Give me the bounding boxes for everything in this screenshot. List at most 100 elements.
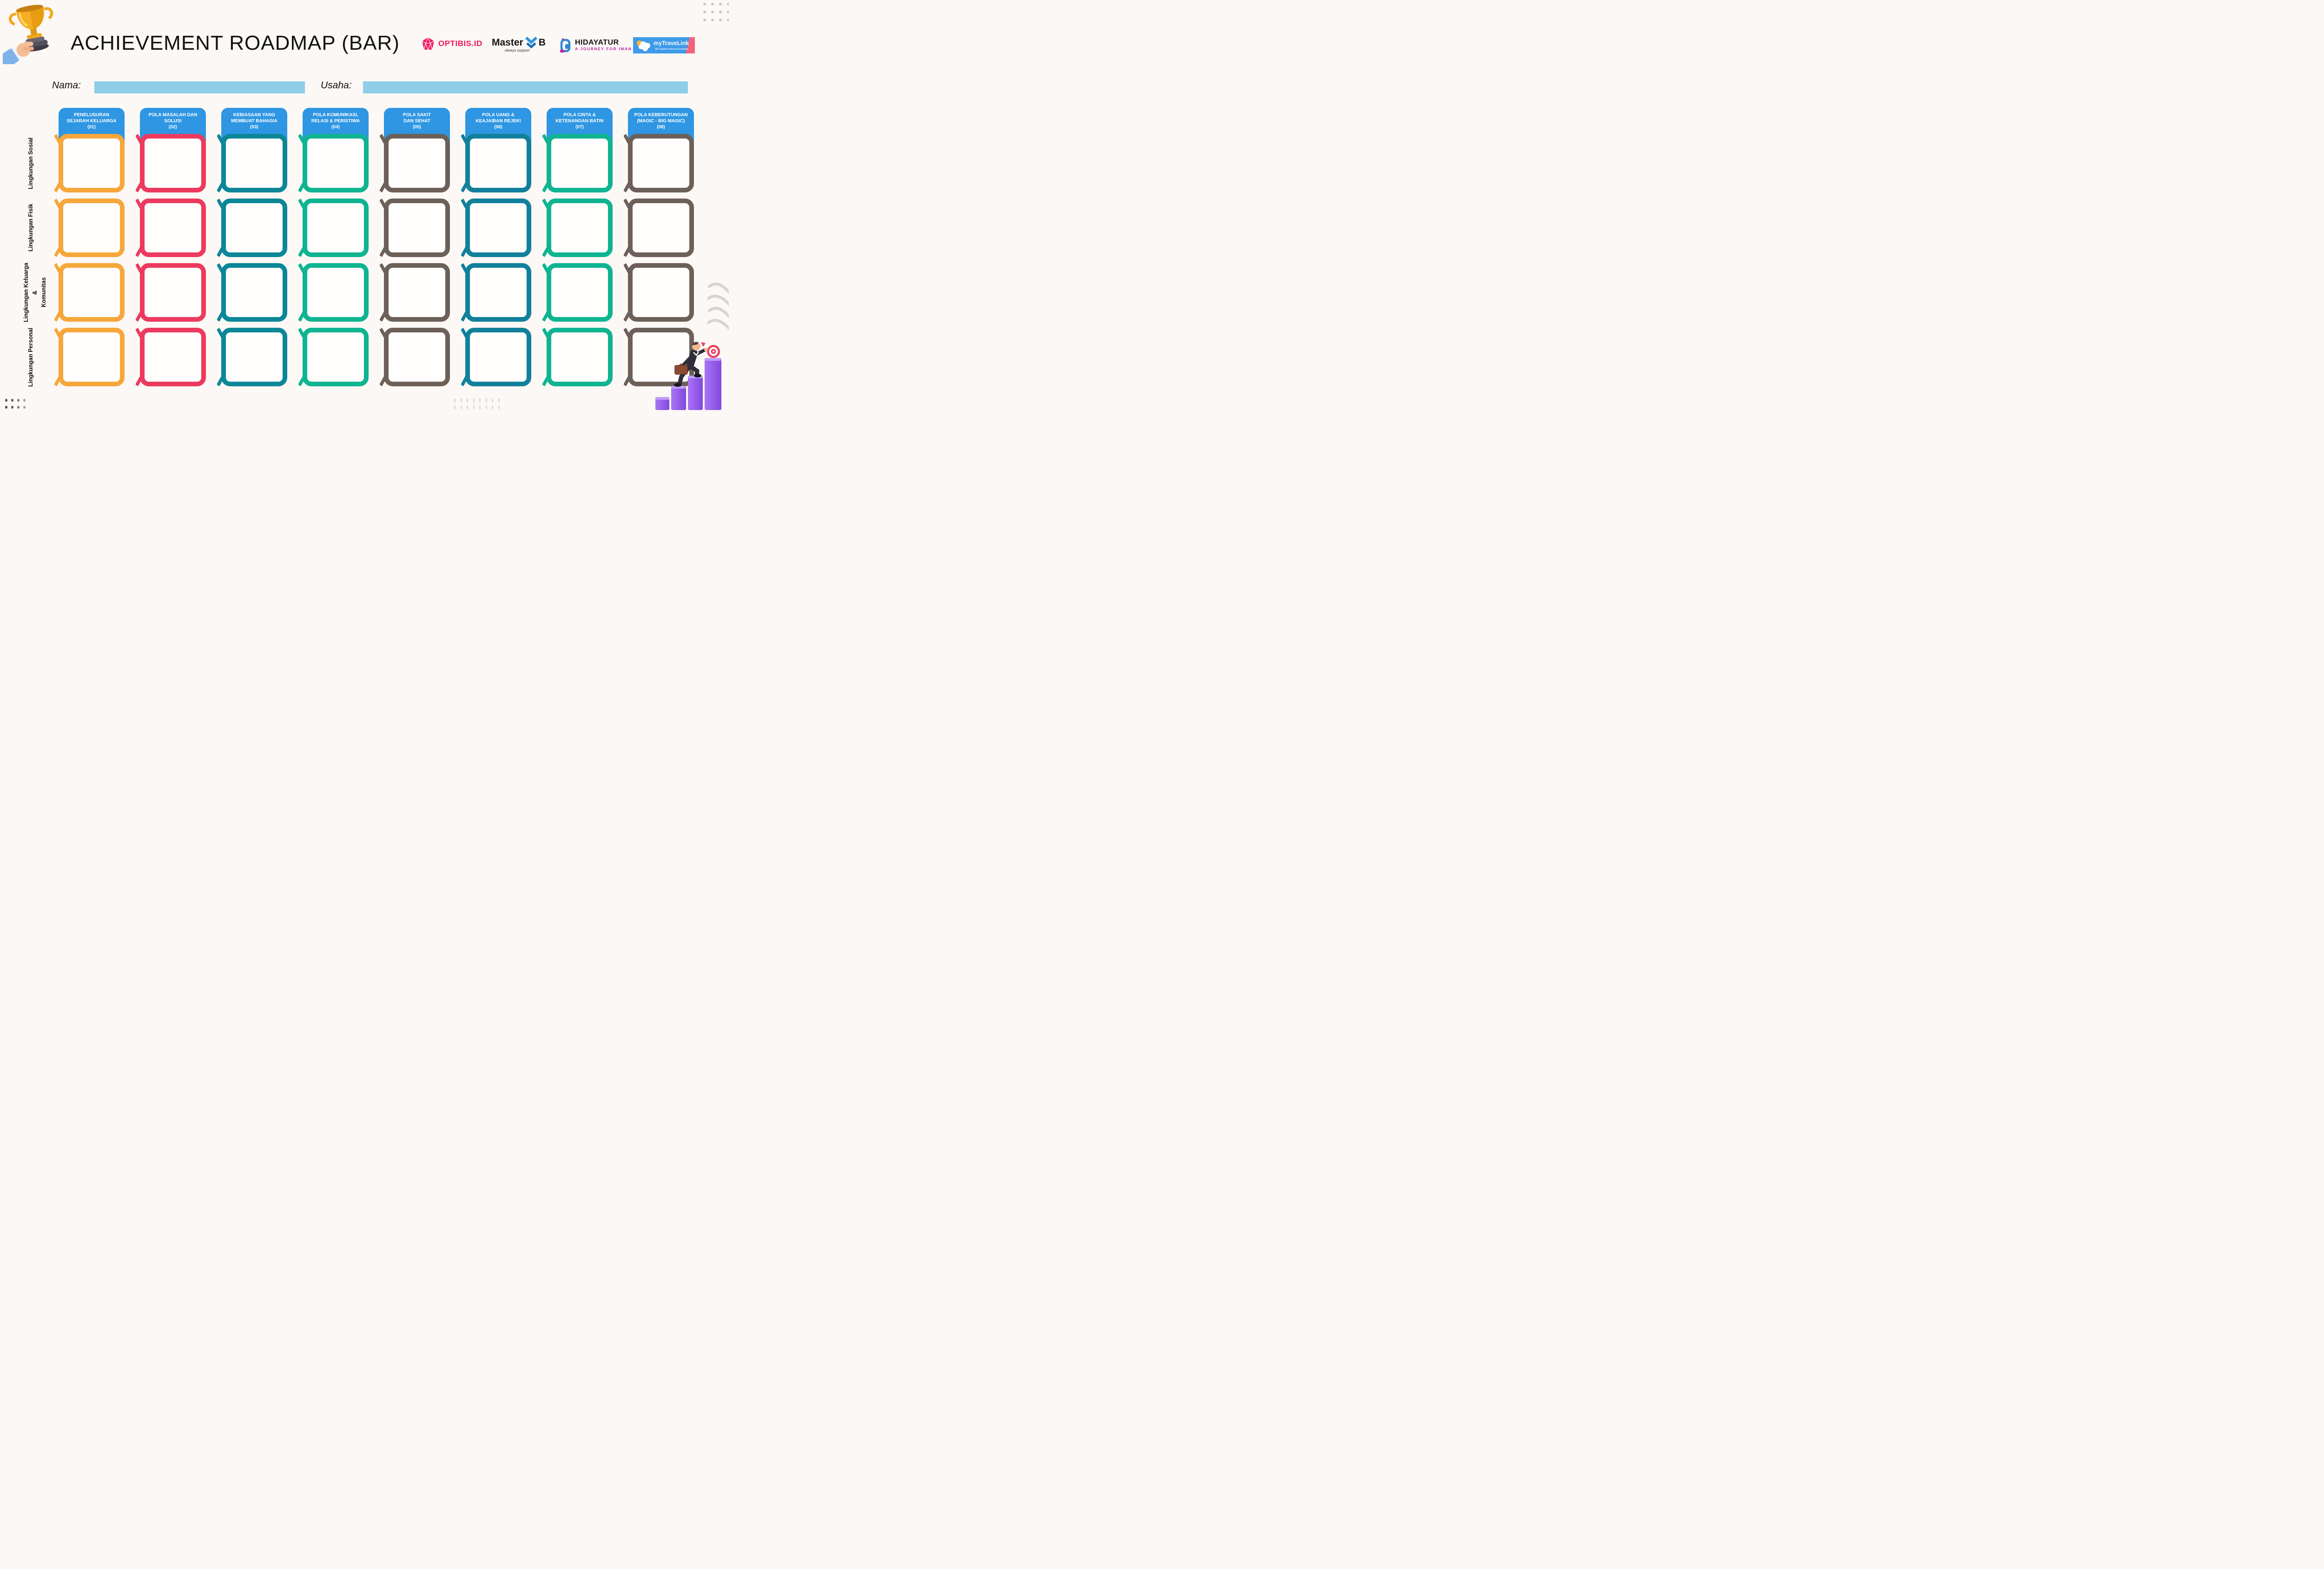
entry-box[interactable] xyxy=(221,328,287,386)
dot xyxy=(485,398,487,402)
entry-box[interactable] xyxy=(547,328,613,386)
cell-r2-c3[interactable] xyxy=(217,199,288,257)
cell-r4-c1[interactable] xyxy=(54,328,125,386)
cell-r1-c3[interactable] xyxy=(217,134,288,192)
dot xyxy=(711,3,714,6)
purple-bars xyxy=(655,358,721,410)
cell-r2-c4[interactable] xyxy=(298,199,369,257)
cell-r1-c1[interactable] xyxy=(54,134,125,192)
cell-r3-c5[interactable] xyxy=(380,263,450,322)
entry-box[interactable] xyxy=(628,199,694,257)
dot xyxy=(727,3,729,6)
cell-r2-c7[interactable] xyxy=(542,199,613,257)
cell-r3-c2[interactable] xyxy=(136,263,206,322)
entry-box[interactable] xyxy=(303,328,369,386)
column-header-line: POLA UANG & xyxy=(482,113,515,118)
entry-box[interactable] xyxy=(465,199,531,257)
entry-box[interactable] xyxy=(384,199,450,257)
hidayatur-wordmark: HIDAYATUR xyxy=(575,39,619,46)
entry-box[interactable] xyxy=(59,263,125,322)
cell-r3-c1[interactable] xyxy=(54,263,125,322)
mytravelink-wordmark: myTraveLink xyxy=(654,40,689,46)
page-title: ACHIEVEMENT ROADMAP (BAR) xyxy=(71,32,400,54)
cell-r2-c8[interactable] xyxy=(624,199,694,257)
entry-box[interactable] xyxy=(465,134,531,192)
entry-box[interactable] xyxy=(465,328,531,386)
entry-box[interactable] xyxy=(59,199,125,257)
cell-r4-c3[interactable] xyxy=(217,328,288,386)
cell-r4-c6[interactable] xyxy=(461,328,532,386)
entry-box[interactable] xyxy=(547,134,613,192)
mytravelink-tagline: -We Organize Almost Everything- xyxy=(654,48,689,51)
cell-r1-c5[interactable] xyxy=(380,134,450,192)
entry-box[interactable] xyxy=(628,263,694,322)
dot xyxy=(11,406,13,409)
cell-r3-c8[interactable] xyxy=(624,263,694,322)
entry-box[interactable] xyxy=(221,199,287,257)
entry-box[interactable] xyxy=(628,134,694,192)
dot xyxy=(454,398,456,402)
entry-box[interactable] xyxy=(384,263,450,322)
gem-icon xyxy=(422,37,435,51)
dots-top-right xyxy=(703,3,729,26)
column-header-line: (07) xyxy=(575,125,584,130)
dot xyxy=(703,11,706,13)
entry-box[interactable] xyxy=(140,134,206,192)
entry-box[interactable] xyxy=(140,263,206,322)
row-label-line: Komunitas xyxy=(40,277,47,308)
cell-r2-c5[interactable] xyxy=(380,199,450,257)
cell-r4-c5[interactable] xyxy=(380,328,450,386)
entry-box[interactable] xyxy=(140,199,206,257)
entry-box[interactable] xyxy=(221,263,287,322)
logo-mytravelink: myTraveLink -We Organize Almost Everythi… xyxy=(633,37,695,53)
dot xyxy=(17,406,20,409)
nama-input[interactable] xyxy=(94,81,305,93)
cell-r4-c7[interactable] xyxy=(542,328,613,386)
entry-box[interactable] xyxy=(384,328,450,386)
column-header-line: POLA KOMUNIKASI, xyxy=(313,113,358,118)
entry-box[interactable] xyxy=(384,134,450,192)
cell-r4-c4[interactable] xyxy=(298,328,369,386)
cell-r2-c1[interactable] xyxy=(54,199,125,257)
dot xyxy=(23,406,26,409)
cell-r1-c4[interactable] xyxy=(298,134,369,192)
cell-r3-c3[interactable] xyxy=(217,263,288,322)
cell-r3-c4[interactable] xyxy=(298,263,369,322)
dot xyxy=(711,19,714,21)
dot xyxy=(498,398,500,402)
entry-box[interactable] xyxy=(59,328,125,386)
cell-r1-c6[interactable] xyxy=(461,134,532,192)
entry-box[interactable] xyxy=(465,263,531,322)
entry-box[interactable] xyxy=(140,328,206,386)
cell-r4-c2[interactable] xyxy=(136,328,206,386)
master-b-letter: B xyxy=(538,37,546,48)
hidayatur-tagline: A JOURNEY FOR IMAN xyxy=(575,46,632,51)
cell-r2-c2[interactable] xyxy=(136,199,206,257)
row-label-line: Lingkungan Keluarga & xyxy=(23,263,38,322)
dots-bottom-middle xyxy=(454,398,504,410)
entry-box[interactable] xyxy=(221,134,287,192)
usaha-input[interactable] xyxy=(363,81,688,93)
dot xyxy=(454,405,456,409)
cell-r1-c8[interactable] xyxy=(624,134,694,192)
cell-r1-c7[interactable] xyxy=(542,134,613,192)
cell-r3-c7[interactable] xyxy=(542,263,613,322)
entry-box[interactable] xyxy=(547,263,613,322)
dot xyxy=(473,405,475,409)
cell-r1-c2[interactable] xyxy=(136,134,206,192)
logo-optibis: OPTIBIS.ID xyxy=(421,36,482,51)
entry-box[interactable] xyxy=(303,263,369,322)
cell-r2-c6[interactable] xyxy=(461,199,532,257)
column-header-line: POLA MASALAH DAN xyxy=(148,113,198,118)
column-header-line: MEMBUAT BAHAGIA xyxy=(231,119,277,124)
dot xyxy=(479,398,481,402)
row-label-line: Lingkungan Fisik xyxy=(27,204,34,252)
entry-box[interactable] xyxy=(303,199,369,257)
cell-r3-c6[interactable] xyxy=(461,263,532,322)
column-header-line: RELASI & PERISTIWA xyxy=(311,119,360,124)
entry-box[interactable] xyxy=(59,134,125,192)
master-tagline: always support xyxy=(505,48,530,53)
dot xyxy=(703,3,706,6)
entry-box[interactable] xyxy=(303,134,369,192)
entry-box[interactable] xyxy=(547,199,613,257)
